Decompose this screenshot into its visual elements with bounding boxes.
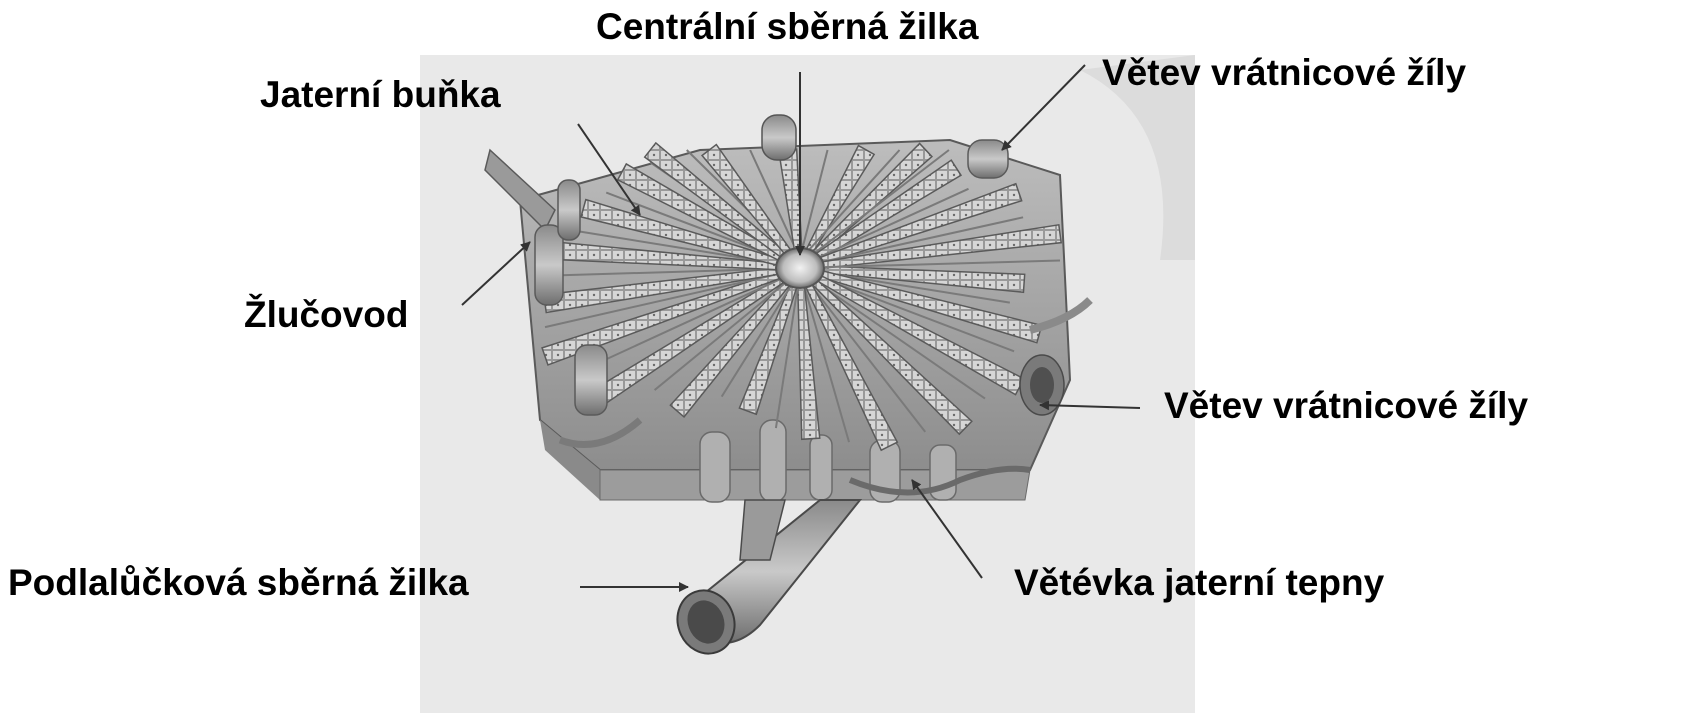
label-portal-branch-right: Větev vrátnicové žíly xyxy=(1164,387,1528,424)
label-bile-duct: Žlučovod xyxy=(244,296,408,333)
central-vein-top xyxy=(762,115,796,160)
label-portal-branch-top: Větev vrátnicové žíly xyxy=(1102,54,1466,91)
label-hepatic-artery-branch: Větévka jaterní tepny xyxy=(1014,564,1384,601)
label-sublobular-vein: Podlalůčková sběrná žilka xyxy=(8,564,469,601)
label-hepatocyte: Jaterní buňka xyxy=(260,76,501,113)
label-central-vein: Centrální sběrná žilka xyxy=(596,8,978,45)
portal-triad-top-right xyxy=(968,140,1008,178)
